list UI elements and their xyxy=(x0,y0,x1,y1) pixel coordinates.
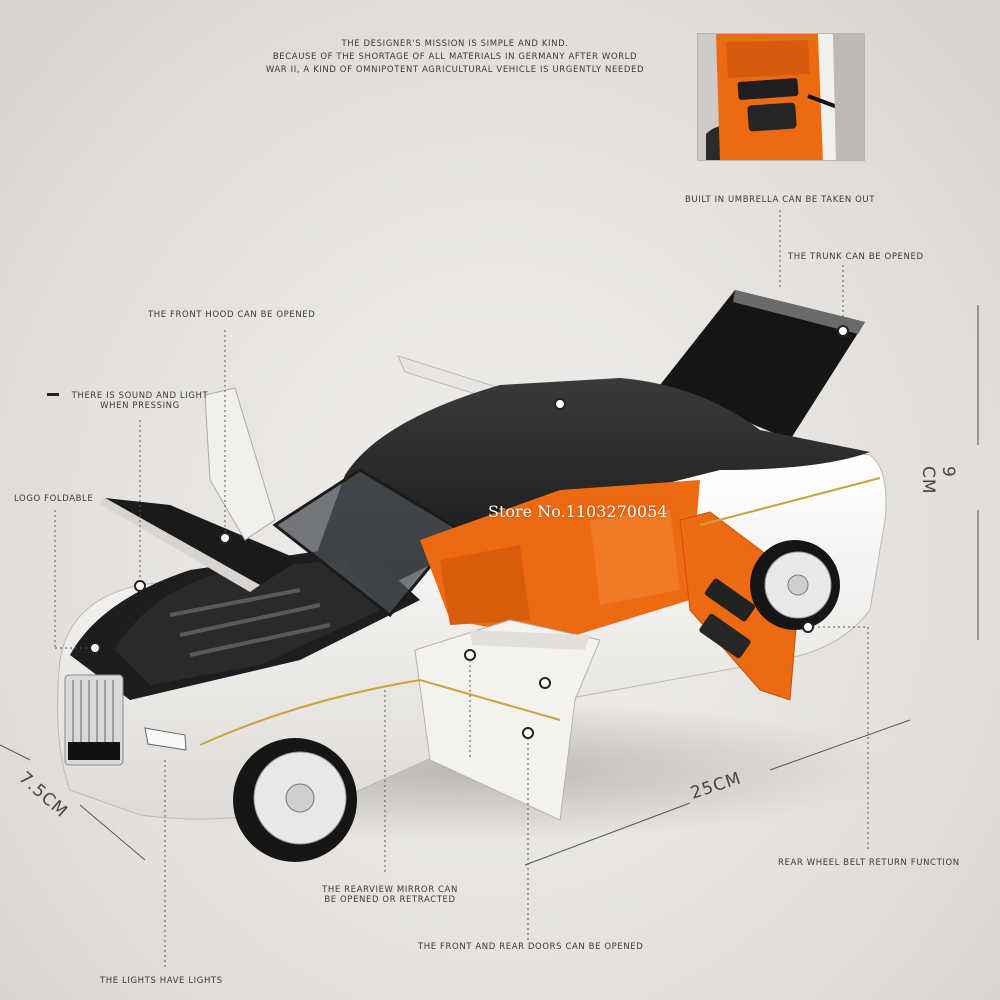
label-trunk: THE TRUNK CAN BE OPENED xyxy=(788,252,924,262)
dash-marker xyxy=(47,393,59,396)
door-window-frame xyxy=(470,630,590,650)
dimension-height: 9 CM xyxy=(918,466,958,495)
label-logo-foldable: LOGO FOLDABLE xyxy=(14,494,94,504)
umbrella-inset-photo xyxy=(697,33,865,161)
label-lights: THE LIGHTS HAVE LIGHTS xyxy=(100,976,223,986)
label-umbrella: BUILT IN UMBRELLA CAN BE TAKEN OUT xyxy=(685,195,876,205)
mission-line-3: WAR II, A KIND OF OMNIPOTENT AGRICULTURA… xyxy=(265,65,645,75)
label-sound-line-1: THERE IS SOUND AND LIGHT xyxy=(71,391,209,401)
mission-text: THE DESIGNER'S MISSION IS SIMPLE AND KIN… xyxy=(225,38,685,77)
door-pocket xyxy=(699,613,751,659)
label-rearview-mirror: THE REARVIEW MIRROR CAN BE OPENED OR RET… xyxy=(310,885,470,905)
open-hood xyxy=(105,498,300,585)
label-doors: THE FRONT AND REAR DOORS CAN BE OPENED xyxy=(418,942,644,952)
label-rear-wheel: REAR WHEEL BELT RETURN FUNCTION xyxy=(778,858,960,868)
label-sound-line-2: WHEN PRESSING xyxy=(100,401,180,411)
front-left-door-open xyxy=(204,387,276,541)
trunk-lid-edge xyxy=(733,290,865,334)
label-front-hood: THE FRONT HOOD CAN BE OPENED xyxy=(148,310,316,320)
leader-lines xyxy=(54,210,869,970)
mission-line-2: BECAUSE OF THE SHORTAGE OF ALL MATERIALS… xyxy=(272,52,638,62)
label-mirror-line-1: THE REARVIEW MIRROR CAN xyxy=(322,885,458,895)
front-right-door-open xyxy=(414,619,601,821)
label-mirror-line-2: BE OPENED OR RETRACTED xyxy=(324,895,456,905)
headlight xyxy=(144,727,187,751)
front-wheel xyxy=(233,738,357,862)
store-watermark: Store No.1103270054 xyxy=(488,502,668,521)
gold-pinstripe-front xyxy=(199,678,561,746)
door-umbrella-illustration xyxy=(698,34,864,160)
dimension-lines xyxy=(0,305,979,866)
mission-line-1: THE DESIGNER'S MISSION IS SIMPLE AND KIN… xyxy=(341,39,569,49)
door-armrest xyxy=(704,578,756,622)
label-sound-light: THERE IS SOUND AND LIGHT WHEN PRESSING xyxy=(60,391,220,411)
gold-pinstripe-rear xyxy=(699,477,881,526)
engine-details xyxy=(169,588,331,657)
license-plate xyxy=(68,742,120,760)
front-seat xyxy=(440,545,530,625)
rear-wheel xyxy=(750,540,840,630)
rear-seat xyxy=(590,510,680,605)
